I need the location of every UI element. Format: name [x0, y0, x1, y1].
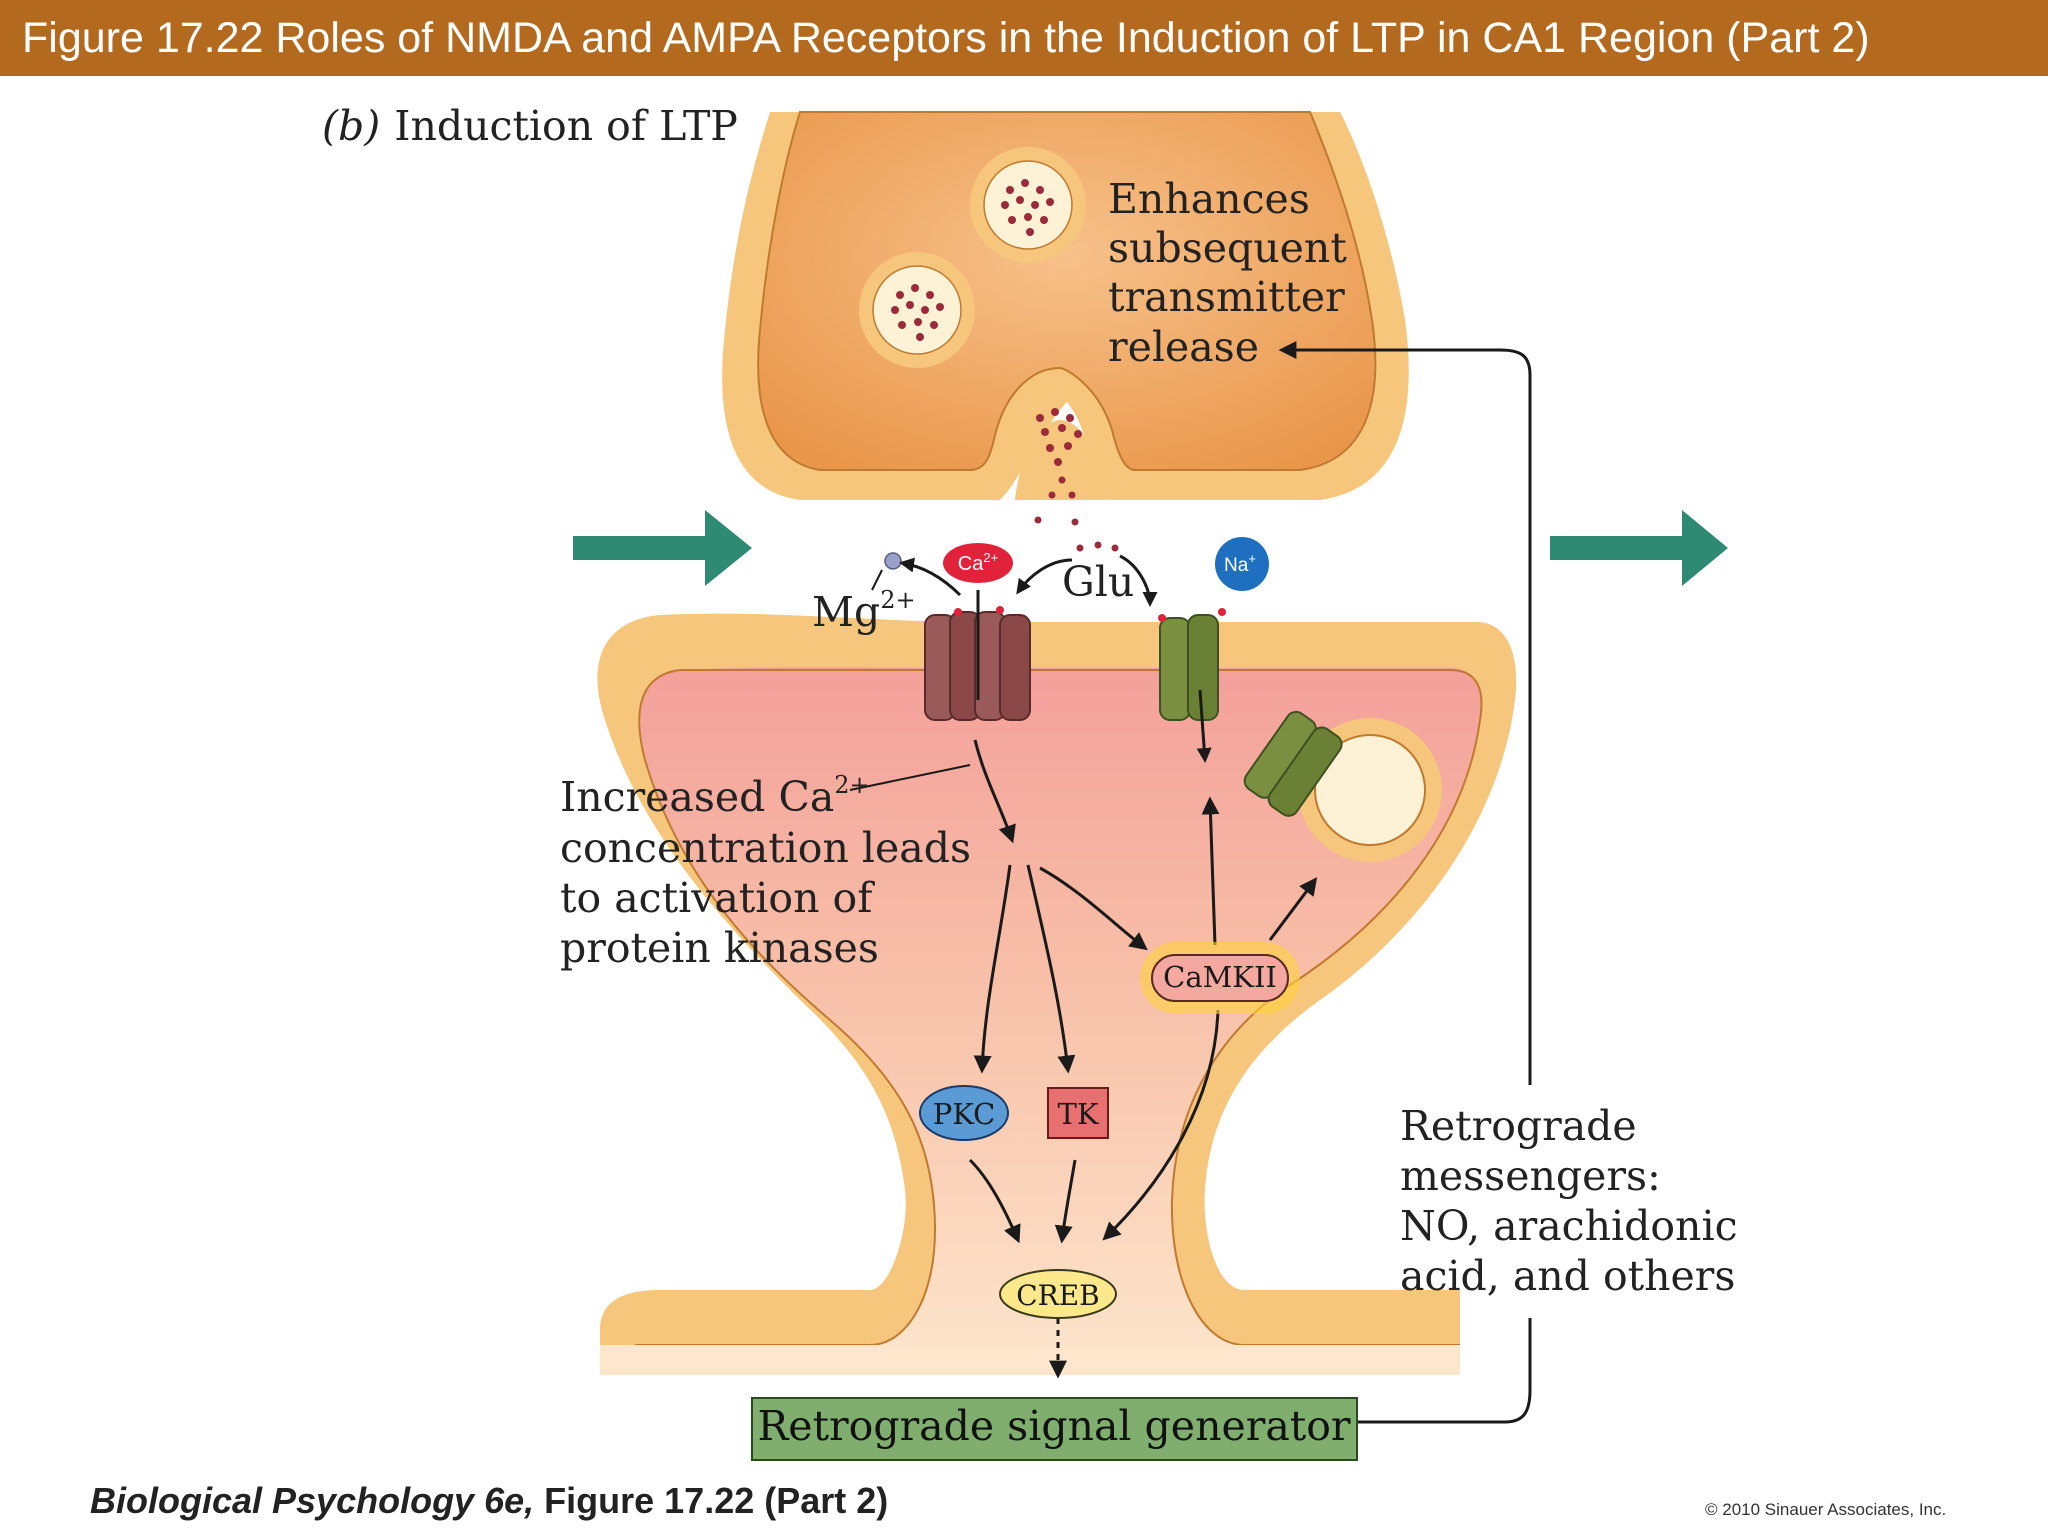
- svg-text:concentration leads: concentration leads: [560, 824, 971, 872]
- svg-text:Enhances: Enhances: [1108, 175, 1310, 223]
- figure-title: Figure 17.22 Roles of NMDA and AMPA Rece…: [0, 0, 2048, 76]
- synaptic-vesicle: [859, 252, 975, 368]
- retrograde-messengers-label: Retrograde messengers: NO, arachidonic a…: [1400, 1102, 1738, 1300]
- tk-node: TK: [1047, 1087, 1109, 1139]
- footer-figure-ref: Figure 17.22 (Part 2): [534, 1480, 889, 1521]
- svg-text:CREB: CREB: [1016, 1279, 1100, 1312]
- retrograde-signal-generator: Retrograde signal generator: [751, 1397, 1358, 1461]
- ltp-diagram: Ca2+ Na+: [322, 102, 1738, 1461]
- na-ion-badge: Na+: [1215, 537, 1269, 591]
- mg-ion-label: Mg2+: [812, 586, 916, 636]
- increased-ca-label: Increased Ca2+ concentration leads to ac…: [560, 771, 971, 972]
- svg-text:NO, arachidonic: NO, arachidonic: [1400, 1202, 1738, 1250]
- panel-title: (b)Induction of LTP: [322, 102, 738, 150]
- svg-text:Ca2+: Ca2+: [958, 550, 998, 575]
- camkii-node: CaMKII: [1140, 942, 1300, 1014]
- ampa-endosome: [1243, 710, 1442, 862]
- svg-text:release: release: [1108, 323, 1259, 371]
- released-glutamate: [1034, 408, 1119, 552]
- input-arrow: [573, 510, 752, 586]
- svg-text:Retrograde signal generator: Retrograde signal generator: [757, 1402, 1350, 1450]
- output-arrow: [1550, 510, 1728, 586]
- svg-text:TK: TK: [1057, 1097, 1099, 1131]
- svg-text:protein kinases: protein kinases: [560, 924, 879, 972]
- enhances-release-label: Enhances subsequent transmitter release: [1108, 175, 1347, 371]
- copyright: © 2010 Sinauer Associates, Inc.: [1705, 1500, 1947, 1519]
- footer-book-title: Biological Psychology 6e,: [90, 1480, 535, 1521]
- svg-text:subsequent: subsequent: [1108, 224, 1347, 272]
- creb-node: CREB: [999, 1269, 1117, 1319]
- svg-text:Increased Ca2+: Increased Ca2+: [560, 771, 870, 821]
- svg-text:messengers:: messengers:: [1400, 1152, 1661, 1200]
- svg-text:Na+: Na+: [1224, 551, 1256, 576]
- nmda-receptor: [924, 606, 1031, 721]
- svg-text:acid, and others: acid, and others: [1400, 1252, 1735, 1300]
- ampa-receptor: [1158, 608, 1226, 721]
- pathway-arrows: [849, 341, 1532, 1424]
- svg-text:to activation of: to activation of: [560, 874, 875, 922]
- pkc-node: PKC: [919, 1085, 1009, 1141]
- footer-source: Biological Psychology 6e, Figure 17.22 (…: [90, 1480, 888, 1522]
- presynaptic-terminal: [722, 111, 1409, 500]
- svg-text:Retrograde: Retrograde: [1400, 1102, 1637, 1150]
- svg-text:CaMKII: CaMKII: [1163, 960, 1277, 994]
- glu-label: Glu: [1062, 558, 1134, 606]
- svg-text:transmitter: transmitter: [1108, 273, 1345, 321]
- svg-text:PKC: PKC: [933, 1097, 996, 1131]
- mg-ion: [884, 552, 902, 570]
- ca-ion-badge: Ca2+: [943, 543, 1013, 583]
- synaptic-vesicle: [970, 147, 1086, 263]
